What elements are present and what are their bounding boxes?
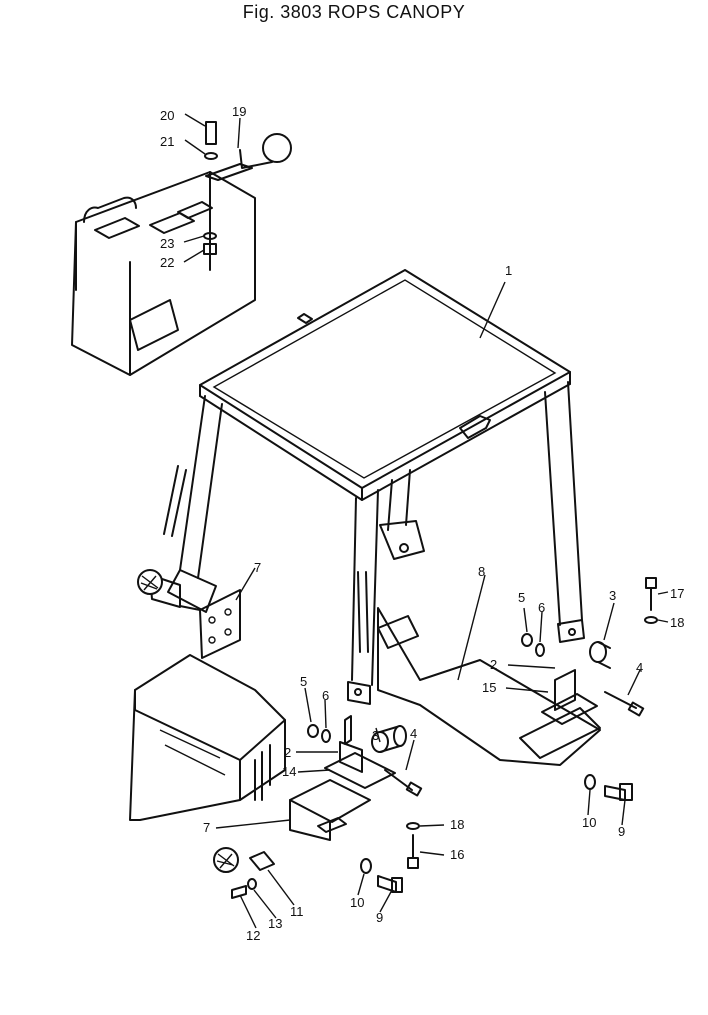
bolt-4-front [384, 769, 423, 797]
work-light-top [203, 121, 292, 255]
callout-8: 8 [478, 564, 485, 579]
washer-10-rear [584, 774, 596, 790]
mount-bracket-left [179, 589, 241, 659]
nut-5-front [307, 724, 319, 738]
fender-panel-lower [129, 654, 286, 821]
washer-10-front [360, 858, 372, 874]
callout-9-front: 9 [376, 910, 383, 925]
callout-2-front: 2 [284, 745, 291, 760]
callout-7-upper: 7 [254, 560, 261, 575]
callout-16: 16 [450, 847, 464, 862]
canopy-roof [199, 269, 571, 501]
callout-2-rear: 2 [490, 657, 497, 672]
callout-7-lower: 7 [203, 820, 210, 835]
callout-18-front: 18 [450, 817, 464, 832]
callout-20: 20 [160, 108, 174, 123]
mount-bracket-front [289, 779, 371, 841]
washer-18-rear [644, 616, 658, 624]
base-frame [377, 607, 601, 766]
washer-18-front [406, 822, 420, 830]
callout-13: 13 [268, 916, 282, 931]
callout-9-rear: 9 [618, 824, 625, 839]
callout-23: 23 [160, 236, 174, 251]
leader-lines [183, 113, 669, 929]
bushing-front [371, 725, 407, 753]
callout-3-rear: 3 [609, 588, 616, 603]
canopy-front-left-post [137, 395, 223, 613]
bolt-17 [645, 577, 657, 611]
callout-22: 22 [160, 255, 174, 270]
callout-3-front: 3 [372, 728, 379, 743]
callout-21: 21 [160, 134, 174, 149]
nut-5-rear [521, 633, 533, 647]
fender-panel-upper [71, 171, 256, 376]
work-light-lower [213, 847, 275, 899]
callout-10-front: 10 [350, 895, 364, 910]
callout-18-rear: 18 [670, 615, 684, 630]
callout-labels: 1 20 21 19 23 22 7 8 5 6 3 17 18 2 15 4 … [160, 104, 684, 943]
callout-6-front: 6 [322, 688, 329, 703]
bolt-16 [407, 834, 419, 869]
callout-10-rear: 10 [582, 815, 596, 830]
canopy-rear-left-post [379, 469, 425, 560]
callout-11: 11 [290, 904, 304, 919]
callout-14: 14 [282, 764, 296, 779]
bolt-9-front [377, 875, 403, 893]
canopy-rear-right-post [544, 381, 585, 643]
callout-12: 12 [246, 928, 260, 943]
mount-block-14 [324, 715, 396, 789]
callout-15: 15 [482, 680, 496, 695]
callout-4-front: 4 [410, 726, 417, 741]
figure-title: Fig. 3803 ROPS CANOPY [242, 2, 466, 22]
bolt-4-rear [604, 691, 645, 717]
callout-5-front: 5 [300, 674, 307, 689]
callout-5-rear: 5 [518, 590, 525, 605]
washer-6-rear [535, 643, 545, 657]
bushing-rear [589, 641, 611, 669]
canopy-front-right-post [347, 489, 379, 705]
callout-6-rear: 6 [538, 600, 545, 615]
callout-4-rear: 4 [636, 660, 643, 675]
callout-17: 17 [670, 586, 684, 601]
washer-6-front [321, 729, 331, 743]
bolt-9-rear [604, 783, 633, 801]
callout-1: 1 [505, 263, 512, 278]
callout-19: 19 [232, 104, 246, 119]
